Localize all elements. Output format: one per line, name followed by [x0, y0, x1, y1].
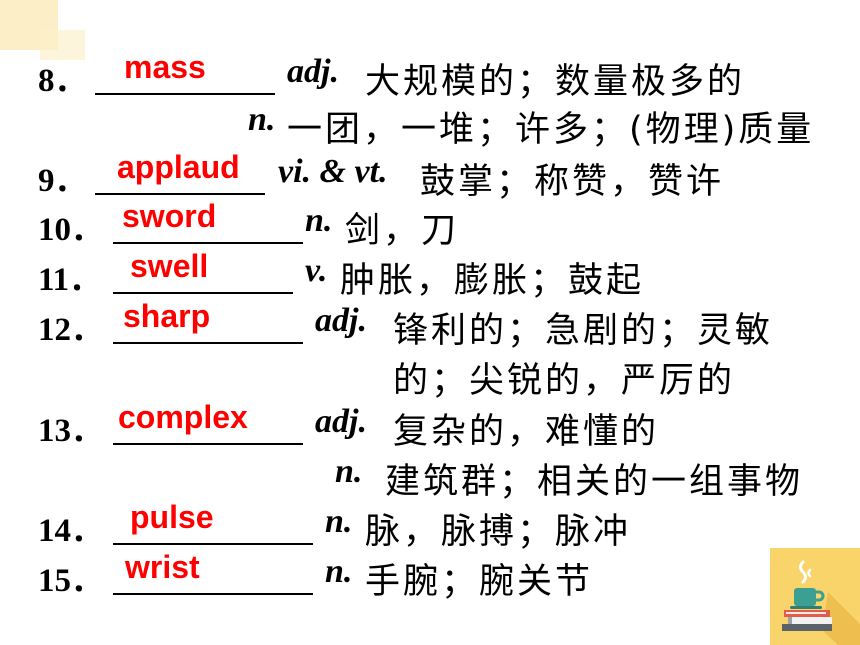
item-9-part-of-speech: vi. & vt.	[278, 153, 388, 190]
item-10-answer-blank	[113, 242, 303, 244]
item-15-meaning: 手腕；腕关节	[365, 562, 594, 602]
vocab-item-15: 15． wrist n. 手腕；腕关节	[0, 549, 860, 603]
item-12-number: 12．	[38, 312, 104, 348]
item-11-meaning: 肿胀，膨胀；鼓起	[340, 261, 645, 301]
item-8-answer: mass	[124, 49, 206, 85]
item-8-meaning-2: 一团，一堆；许多；(物理)质量	[287, 110, 815, 150]
item-8-meaning: 大规模的；数量极多的	[365, 62, 746, 102]
item-11-answer: swell	[130, 248, 209, 284]
item-14-meaning: 脉，脉搏；脉冲	[365, 512, 632, 552]
vocab-item-13: 13． complex adj. 复杂的，难懂的	[0, 399, 860, 453]
item-10-part-of-speech: n.	[305, 202, 333, 239]
item-12-answer-blank	[113, 342, 303, 344]
item-13-part-of-speech: adj.	[315, 403, 367, 440]
item-13-meaning-2: 建筑群；相关的一组事物	[385, 462, 804, 502]
item-9-number: 9．	[38, 163, 88, 199]
item-12-part-of-speech: adj.	[315, 302, 367, 339]
item-10-number: 10．	[38, 212, 104, 248]
vocab-item-11: 11． swell v. 肿胀，膨胀；鼓起	[0, 248, 860, 302]
vocab-item-9: 9． applaud vi. & vt. 鼓掌；称赞，赞许	[0, 149, 860, 203]
item-8-part-of-speech: adj.	[287, 53, 339, 90]
item-13-part-of-speech-2: n.	[335, 453, 363, 490]
item-9-answer-blank	[95, 193, 265, 195]
vocab-item-8: 8． mass adj. 大规模的；数量极多的	[0, 49, 860, 103]
item-15-answer-blank	[113, 593, 313, 595]
item-14-answer: pulse	[130, 499, 214, 535]
item-12-meaning-2: 的；尖锐的，严厉的	[393, 361, 736, 401]
vocab-item-8-line-2: n. 一团，一堆；许多；(物理)质量	[0, 101, 860, 151]
item-14-answer-blank	[113, 543, 313, 545]
item-15-number: 15．	[38, 563, 104, 599]
item-13-number: 13．	[38, 413, 104, 449]
vocab-item-10: 10． sword n. 剑，刀	[0, 198, 860, 252]
item-13-answer: complex	[118, 399, 248, 435]
item-12-meaning: 锋利的；急剧的；灵敏	[393, 311, 774, 351]
vocab-item-13-line-2: n. 建筑群；相关的一组事物	[0, 453, 860, 503]
item-15-answer: wrist	[125, 549, 200, 585]
corner-decoration-square-offset	[40, 30, 85, 60]
item-8-part-of-speech-2: n.	[248, 101, 276, 138]
item-15-part-of-speech: n.	[325, 553, 353, 590]
item-11-number: 11．	[38, 262, 103, 298]
item-14-number: 14．	[38, 513, 104, 549]
item-11-part-of-speech: v.	[305, 252, 328, 289]
vocab-item-12: 12． sharp adj. 锋利的；急剧的；灵敏	[0, 298, 860, 352]
item-13-meaning: 复杂的，难懂的	[393, 412, 660, 452]
corner-badge	[770, 548, 860, 645]
item-12-answer: sharp	[123, 298, 211, 334]
item-13-answer-blank	[113, 443, 303, 445]
item-10-meaning: 剑，刀	[345, 211, 460, 251]
vocab-item-14: 14． pulse n. 脉，脉搏；脉冲	[0, 499, 860, 553]
item-8-answer-blank	[95, 93, 275, 95]
item-9-answer: applaud	[117, 149, 240, 185]
item-10-answer: sword	[122, 198, 217, 234]
item-9-meaning: 鼓掌；称赞，赞许	[420, 162, 725, 202]
item-8-number: 8．	[38, 63, 88, 99]
item-14-part-of-speech: n.	[325, 503, 353, 540]
coffee-cup-on-books-icon	[770, 548, 860, 645]
item-11-answer-blank	[113, 292, 293, 294]
vocab-item-12-line-2: 的；尖锐的，严厉的	[0, 352, 860, 402]
